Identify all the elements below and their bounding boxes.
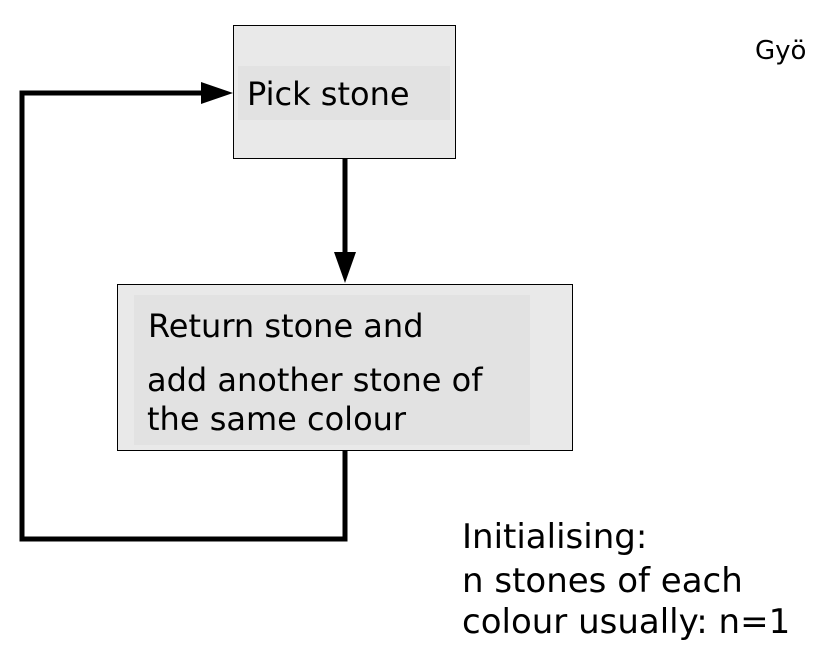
- pick-stone-box: [233, 25, 456, 159]
- initialising-line-1: n stones of each: [462, 561, 743, 601]
- pick-stone-label: Pick stone: [247, 75, 410, 113]
- initialising-line-2: colour usually: n=1: [462, 602, 791, 642]
- return-stone-label-line-3: the same colour: [147, 400, 407, 438]
- return-stone-label-line-1: Return stone and: [148, 307, 424, 345]
- arrowhead-down: [334, 252, 356, 283]
- arrowhead-right: [201, 82, 233, 104]
- return-stone-box: [117, 284, 573, 451]
- return-stone-box-highlight: [134, 295, 530, 445]
- corner-text: Gyö: [755, 36, 807, 66]
- arrow-return-loop: [19, 90, 348, 542]
- initialising-title: Initialising:: [462, 517, 648, 557]
- return-stone-label-line-2: add another stone of: [147, 361, 483, 399]
- pick-stone-box-highlight: [238, 66, 450, 120]
